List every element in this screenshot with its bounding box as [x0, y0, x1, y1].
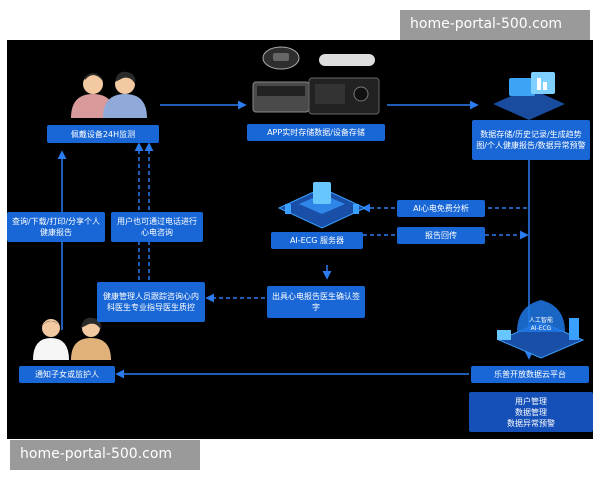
- node-notify: 通知子女或监护人: [19, 366, 115, 383]
- node-cloud: 乐普开放数据云平台: [471, 366, 589, 383]
- node-app-storage: APP实时存储数据/设备存储: [247, 124, 385, 141]
- node-wearable: 佩戴设备24H监测: [47, 125, 159, 143]
- ai-ecg-server-icon: [277, 182, 367, 229]
- family-guardians-icon: [33, 317, 111, 360]
- data-storage-icon: [493, 72, 565, 120]
- diagram-panel: 人工智能 AI-ECG 佩戴设备24H监测 APP实时存储数据/设备存储 数据存…: [7, 40, 593, 439]
- devices-icon: [252, 46, 380, 115]
- ai-label-1: 人工智能: [529, 316, 553, 324]
- watermark-top: home-portal-500.com: [400, 10, 590, 40]
- node-report-back: 报告回传: [397, 227, 485, 244]
- node-data-storage: 数据存储/历史记录/生成趋势图/个人健康报告/数据异常预警: [472, 120, 590, 160]
- node-health-mgmt: 健康管理人员跟踪咨询心内科医生专业指导医生质控: [97, 282, 205, 322]
- family-users-icon: [71, 71, 147, 118]
- node-consult: 用户也可通过电话进行心电咨询: [111, 212, 203, 242]
- cloud-platform-icon: 人工智能 AI-ECG: [497, 300, 585, 359]
- watermark-bottom: home-portal-500.com: [10, 440, 200, 470]
- node-ai-free: AI心电免费分析: [397, 200, 485, 217]
- node-cloud-functions: 用户管理 数据管理 数据异常预警: [469, 392, 593, 432]
- node-issue-report: 出具心电报告医生确认签字: [267, 286, 365, 318]
- node-ai-ecg-server: AI-ECG 服务器: [271, 232, 363, 249]
- node-query: 查询/下载/打印/分享个人健康报告: [7, 212, 105, 242]
- ai-label-2: AI-ECG: [531, 325, 552, 332]
